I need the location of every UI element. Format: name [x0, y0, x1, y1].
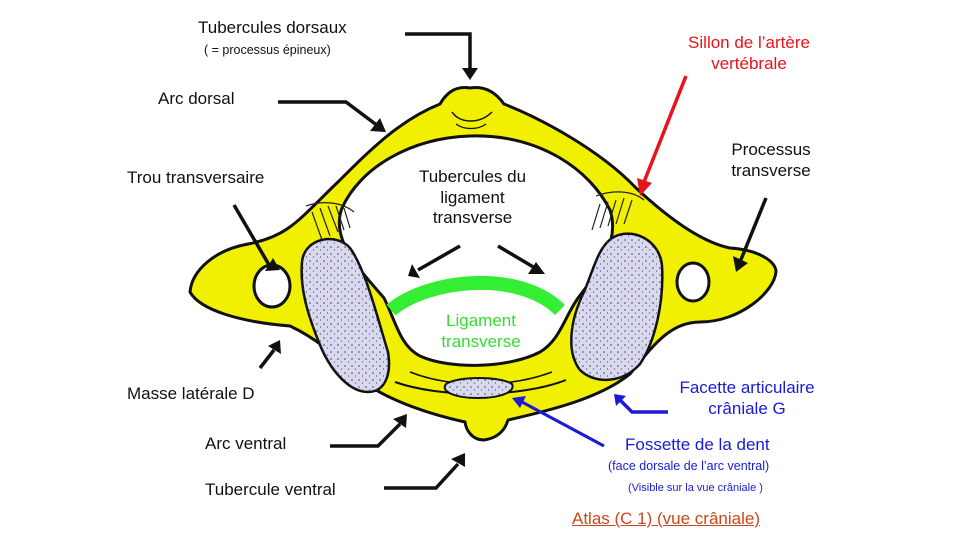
label-fossette-sub1: (face dorsale de l’arc ventral) — [608, 459, 770, 473]
label-processus-transverse: Processus transverse — [716, 140, 826, 181]
label-processus-epineux: ( = processus épineux) — [204, 43, 331, 57]
label-tubercule-ventral: Tubercule ventral — [205, 480, 336, 499]
label-ligament-line2: transverse — [441, 331, 521, 351]
label-facette-articulaire: Facette articulaire crâniale G — [662, 378, 832, 419]
transverse-ligament — [386, 275, 565, 316]
label-tub-lig-line1: Tubercules du — [418, 167, 527, 186]
label-arc-dorsal: Arc dorsal — [158, 89, 235, 108]
transverse-foramen-left — [675, 261, 711, 303]
label-processus-line1: Processus — [731, 140, 811, 159]
arrows-blue — [512, 394, 668, 448]
label-masse-laterale: Masse latérale D — [127, 384, 255, 403]
diagram-title: Atlas (C 1) (vue crâniale) — [572, 509, 761, 528]
label-ligament-line1: Ligament — [446, 311, 516, 330]
label-ligament-transverse: Ligament transverse — [426, 311, 536, 352]
label-processus-line2: transverse — [731, 160, 811, 180]
articular-facets — [300, 232, 664, 400]
label-facette-line2: crâniale G — [708, 398, 786, 418]
label-fossette-sub2: (Visible sur la vue crâniale ) — [628, 482, 763, 494]
arrow-red — [637, 75, 688, 196]
transverse-foramen-right — [252, 263, 292, 309]
label-arc-ventral: Arc ventral — [205, 434, 287, 453]
label-fossette: Fossette de la dent — [625, 435, 770, 454]
label-trou-transversaire: Trou transversaire — [127, 168, 265, 187]
label-tub-lig-line3: transverse — [432, 208, 513, 228]
label-tub-lig-line2: ligament — [440, 187, 505, 207]
label-sillon-line1: Sillon de l’artère — [688, 33, 810, 52]
label-facette-line1: Facette articulaire — [679, 378, 815, 397]
label-sillon-line2: vertébrale — [711, 53, 787, 73]
label-tubercules-ligament: Tubercules du ligament transverse — [400, 167, 545, 229]
vertebral-foramen — [337, 134, 615, 367]
arrows-black — [232, 32, 768, 490]
label-tubercules-dorsaux: Tubercules dorsaux — [198, 18, 347, 37]
label-sillon: Sillon de l’artère vertébrale — [664, 33, 834, 74]
